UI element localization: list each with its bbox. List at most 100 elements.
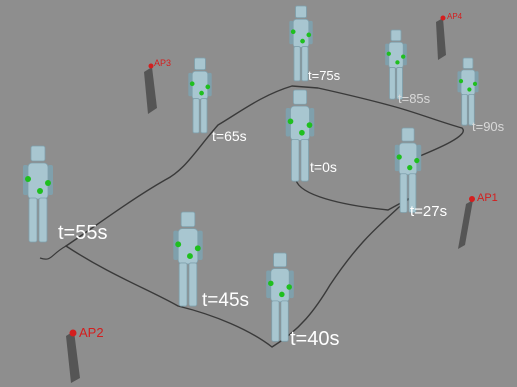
figure-t27 — [394, 127, 422, 213]
ap2-antenna — [66, 331, 80, 383]
figure-left-leg — [461, 94, 468, 126]
ap1-antenna — [458, 200, 473, 249]
figure-torso — [191, 70, 209, 100]
sensor-dot — [279, 291, 285, 298]
figure-head — [390, 29, 402, 42]
figure-right-leg — [300, 138, 309, 182]
figure-right-leg — [301, 46, 309, 82]
walking-path-segment — [39, 245, 67, 260]
figure-t65 — [188, 57, 212, 134]
sensor-dot — [290, 29, 296, 35]
figure-right-arm — [289, 270, 294, 299]
figures-layer — [23, 5, 479, 342]
figure-t85 — [385, 29, 407, 100]
figure-left-leg — [28, 197, 38, 243]
figure-left-leg — [293, 46, 301, 82]
sensor-dot — [25, 176, 31, 182]
ap4-label: AP4 — [447, 12, 463, 21]
figure-torso — [388, 41, 404, 69]
sensor-dot — [386, 51, 391, 56]
figure-head — [462, 57, 474, 69]
sensor-dot — [396, 154, 402, 160]
sensor-dot — [268, 280, 274, 287]
figure-torso — [460, 69, 476, 96]
access-point-ap4: AP4 — [436, 12, 463, 60]
sensor-dot — [286, 284, 292, 290]
figure-left-leg — [291, 138, 300, 182]
ap1-marker — [469, 196, 475, 202]
time-label-75s: t=75s — [308, 68, 341, 83]
ap3-label: AP3 — [154, 58, 171, 68]
figure-head — [295, 5, 307, 19]
figure-right-leg — [468, 94, 475, 126]
figure-head — [194, 57, 206, 71]
sensor-dot — [205, 84, 211, 90]
figure-left-leg — [178, 262, 188, 307]
figure-right-leg — [38, 197, 48, 243]
figure-right-arm — [416, 144, 422, 172]
figure-right-arm — [403, 43, 407, 66]
sensor-dot — [472, 81, 478, 86]
figure-t75 — [289, 5, 313, 82]
figure-right-arm — [48, 165, 53, 195]
figure-t0 — [285, 89, 315, 182]
figure-left-leg — [192, 98, 200, 134]
figure-left-leg — [399, 173, 408, 213]
figure-left-leg — [271, 300, 280, 342]
ap2-label: AP2 — [79, 325, 104, 340]
sensor-dot — [395, 60, 400, 65]
sensor-dot — [306, 32, 312, 38]
access-point-ap1: AP1 — [458, 192, 498, 249]
sensor-dot — [194, 245, 201, 252]
access-point-ap2: AP2 — [66, 325, 104, 383]
sensor-dot — [401, 54, 406, 59]
figure-right-arm — [197, 230, 203, 261]
figure-head — [401, 127, 415, 142]
figure-right-leg — [280, 300, 289, 342]
sensor-dot — [407, 164, 413, 171]
figure-right-leg — [200, 98, 208, 134]
figure-head — [273, 252, 287, 268]
figure-head — [30, 145, 46, 162]
sensor-dot — [37, 188, 43, 194]
ap3-antenna — [144, 67, 157, 114]
sensor-dot — [299, 129, 305, 136]
sensor-dot — [189, 81, 195, 87]
figure-torso — [398, 142, 418, 176]
time-label-45s: t=45s — [202, 290, 249, 311]
ap2-marker — [69, 329, 77, 337]
sensor-dot — [306, 122, 313, 128]
access-point-ap3: AP3 — [144, 58, 171, 114]
figure-left-leg — [389, 67, 396, 100]
sensor-dot — [467, 87, 472, 92]
figure-right-arm — [309, 108, 315, 137]
figure-t45 — [173, 211, 203, 307]
figure-torso — [290, 105, 310, 141]
ap3-marker — [148, 63, 154, 69]
figure-right-leg — [396, 67, 403, 100]
time-label-0s: t=0s — [310, 159, 337, 175]
sensor-dot — [45, 180, 51, 186]
sensor-dot — [175, 241, 182, 248]
time-label-90s: t=90s — [472, 119, 505, 134]
figure-right-leg — [408, 173, 417, 213]
sensor-dot — [458, 79, 464, 84]
time-label-27s: t=27s — [410, 203, 447, 220]
figure-t55 — [23, 145, 53, 243]
walking-path — [64, 85, 465, 348]
sensor-dot — [300, 38, 305, 44]
figure-torso — [177, 228, 199, 265]
ap4-marker — [440, 15, 446, 21]
time-label-85s: t=85s — [398, 91, 431, 106]
sensor-dot — [287, 118, 294, 125]
sensor-dot — [187, 253, 193, 260]
time-label-40s: t=40s — [290, 328, 339, 350]
figure-torso — [292, 18, 310, 48]
figure-t90 — [457, 57, 479, 126]
figure-right-leg — [188, 262, 198, 307]
sensor-dot — [199, 90, 204, 96]
figure-torso — [270, 268, 290, 303]
